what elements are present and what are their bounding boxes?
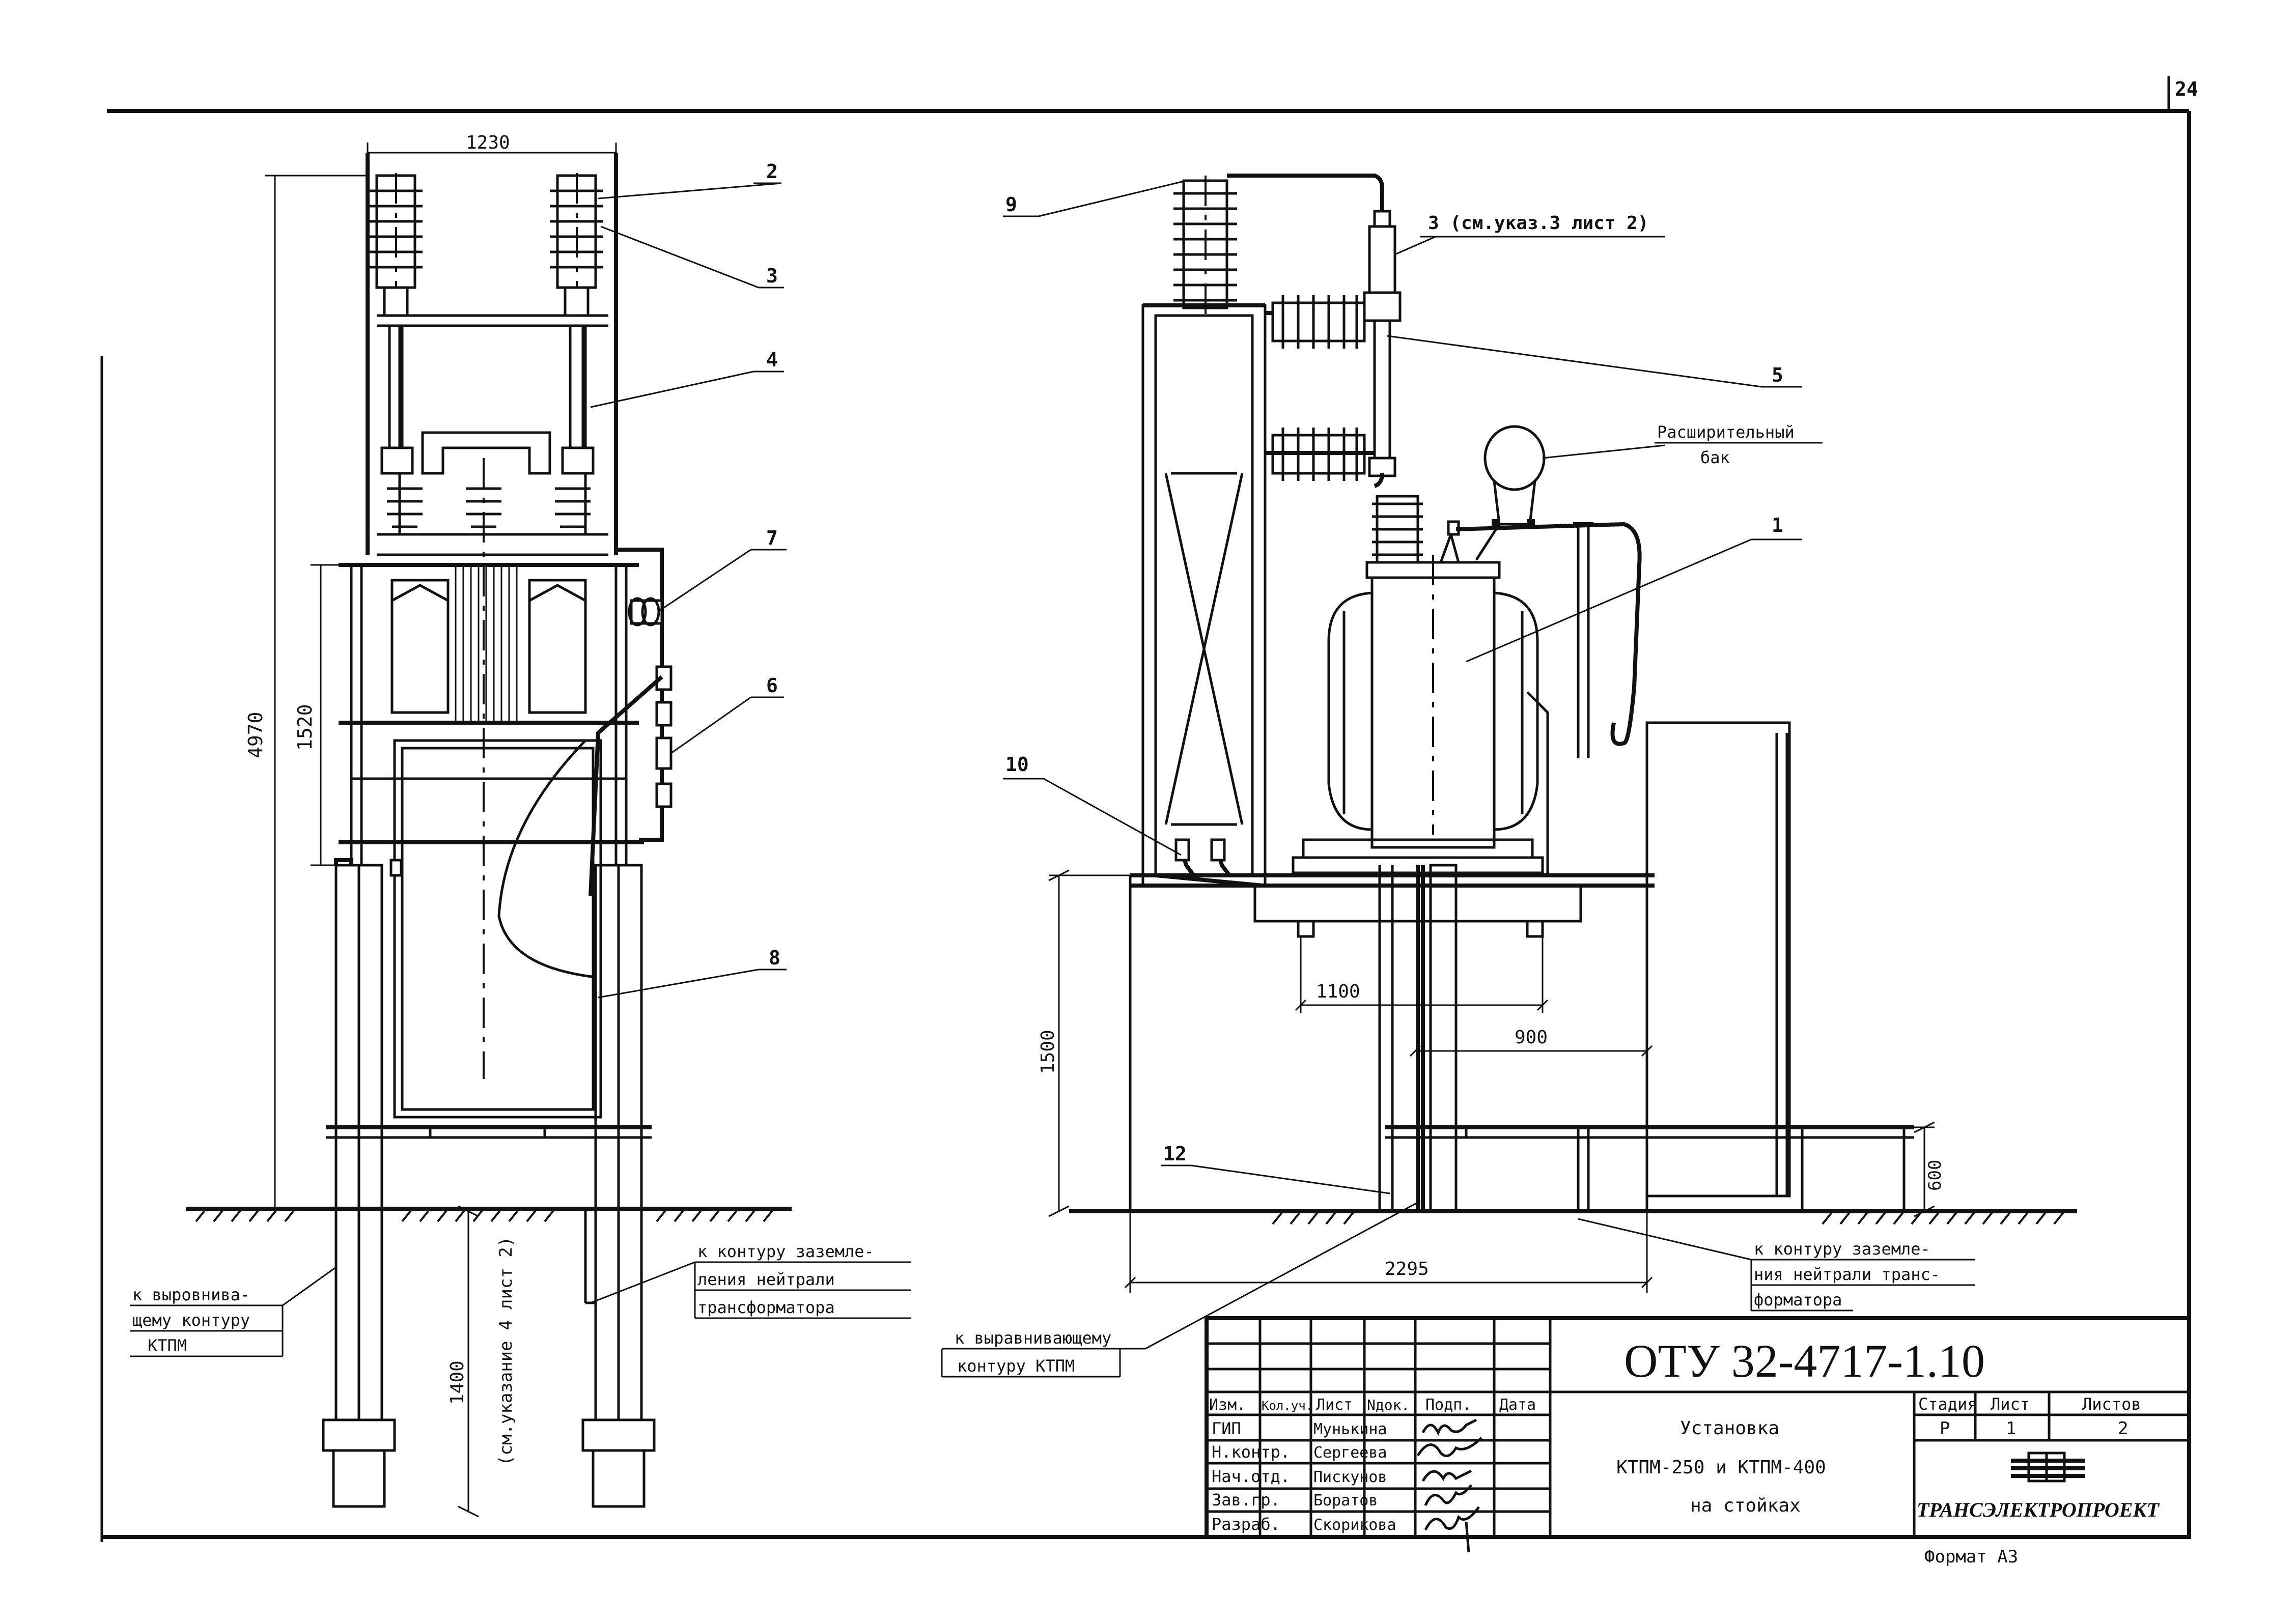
tb-header-podp: Подп. xyxy=(1425,1396,1471,1414)
left-equalizing-line-2: щему контуру xyxy=(132,1311,250,1330)
right-arm-insulators xyxy=(1265,295,1375,481)
leg-note: (см.указание 4 лист 2) xyxy=(496,1237,516,1466)
dim-width-top: 1230 xyxy=(466,132,510,153)
right-fuse-assembly xyxy=(1227,174,1402,488)
tb-header-data: Дата xyxy=(1499,1396,1536,1414)
dim-frame-height: 1520 xyxy=(294,704,316,751)
left-insulator-2 xyxy=(550,173,603,317)
title-block: Изм. Кол.уч. Лист Nдок. Подп. Дата ГИП М… xyxy=(1205,1316,2191,1553)
title-line-1: Установка xyxy=(1680,1418,1779,1439)
title-line-2: КТПМ-250 и КТПМ-400 xyxy=(1616,1457,1826,1478)
right-ground-line xyxy=(1069,1209,2077,1225)
right-neutral-line-1: к контуру заземле- xyxy=(1754,1239,1930,1259)
left-cabinet xyxy=(339,739,644,1119)
right-ground-cable xyxy=(1455,522,1642,875)
left-legs xyxy=(322,858,656,1508)
left-insulator-1 xyxy=(369,173,423,317)
dim-leg-depth: 1400 xyxy=(447,1360,468,1405)
dim-2295: 2295 xyxy=(1385,1259,1429,1279)
tb-name-1: Мунькина xyxy=(1313,1420,1387,1438)
right-callouts: 9 3 (см.указ.3 лист 2) 5 Расширительный … xyxy=(1003,180,1823,1194)
tb-role-1: ГИП xyxy=(1212,1419,1241,1438)
left-neutral-line-1: к контуру заземле- xyxy=(697,1242,874,1261)
right-side-cabinet xyxy=(1645,721,1791,1198)
callout-12: 12 xyxy=(1163,1143,1187,1165)
right-expansion-tank xyxy=(1475,425,1546,561)
sheet-value: 1 xyxy=(2006,1418,2016,1439)
dim-total-height: 4970 xyxy=(244,711,267,758)
left-transformer-body xyxy=(339,563,639,865)
left-mast-structure xyxy=(366,153,618,556)
sheet-header: Лист xyxy=(1991,1394,2030,1414)
callout-9: 9 xyxy=(1005,193,1017,216)
left-callouts: 2 3 4 7 6 8 xyxy=(590,160,787,999)
callout-4: 4 xyxy=(766,349,778,371)
expansion-tank-line-2: бак xyxy=(1700,448,1730,467)
page-number: 24 xyxy=(2175,78,2198,100)
right-dimensions: 1100 900 1500 2295 600 xyxy=(1038,869,1945,1293)
left-equalizing-line-1: к выровнива- xyxy=(132,1285,250,1304)
callout-6: 6 xyxy=(766,674,778,697)
signatures xyxy=(1416,1418,1482,1553)
right-neutral-line-2: ния нейтрали транс- xyxy=(1754,1265,1940,1284)
sheets-header: Листов xyxy=(2082,1394,2141,1414)
sheets-value: 2 xyxy=(2118,1418,2128,1439)
right-note-equalizing: к выравнивающему контуру КТПМ xyxy=(941,1200,1421,1378)
right-equalizing-line-1: к выравнивающему xyxy=(955,1328,1111,1348)
tb-role-5: Разраб. xyxy=(1212,1515,1280,1534)
left-dimensions: 1230 4970 1520 1400 (см.указание 4 лист … xyxy=(244,132,617,1518)
callout-2: 2 xyxy=(766,160,778,183)
organization-name: ТРАНСЭЛЕКТРОПРОЕКТ xyxy=(1917,1498,2160,1521)
format-note: Формат А3 xyxy=(1924,1547,2018,1567)
left-note-neutral: к контуру заземле- ления нейтрали трансф… xyxy=(590,1242,911,1319)
callout-3: 3 xyxy=(766,265,778,287)
organization-logo-icon xyxy=(2011,1451,2085,1483)
right-neutral-line-3: форматора xyxy=(1754,1290,1842,1309)
callout-7: 7 xyxy=(766,527,778,549)
right-transformer xyxy=(1292,495,1544,874)
stage-value: Р xyxy=(1940,1418,1950,1439)
left-neutral-line-2: ления нейтрали xyxy=(697,1270,835,1289)
callout-1: 1 xyxy=(1772,514,1783,536)
dim-1100: 1100 xyxy=(1316,981,1360,1002)
right-note-neutral: к контуру заземле- ния нейтрали транс- ф… xyxy=(1578,1218,1975,1312)
left-note-equalizing: к выровнива- щему контуру КТПМ xyxy=(130,1266,337,1357)
tb-header-list: Лист xyxy=(1316,1396,1353,1414)
callout-3-right: 3 (см.указ.3 лист 2) xyxy=(1428,213,1648,234)
dim-600: 600 xyxy=(1925,1160,1945,1191)
right-equalizing-line-2: контуру КТПМ xyxy=(957,1356,1075,1376)
callout-8: 8 xyxy=(769,947,780,969)
callout-10: 10 xyxy=(1005,753,1029,776)
dim-1500: 1500 xyxy=(1038,1030,1058,1074)
tb-name-4: Боратов xyxy=(1313,1492,1378,1510)
left-ground-cable xyxy=(589,548,673,896)
tb-header-izm: Изм. xyxy=(1209,1396,1246,1414)
dim-900: 900 xyxy=(1515,1027,1548,1048)
expansion-tank-line-1: Расширительный xyxy=(1657,422,1795,442)
left-view: 1230 4970 1520 1400 (см.указание 4 лист … xyxy=(130,132,911,1518)
tb-header-ndok: Nдок. xyxy=(1367,1397,1410,1413)
left-equalizing-line-3: КТПМ xyxy=(148,1336,187,1355)
tb-role-3: Нач.отд. xyxy=(1212,1467,1290,1486)
tb-name-3: Пискунов xyxy=(1313,1468,1387,1486)
left-neutral-line-3: трансформатора xyxy=(697,1298,835,1317)
left-ground-line xyxy=(186,1207,792,1222)
right-view: 1100 900 1500 2295 600 9 xyxy=(941,174,2077,1378)
tb-role-4: Зав.гр. xyxy=(1212,1490,1280,1510)
stage-header: Стадия xyxy=(1918,1394,1977,1414)
right-support-tower xyxy=(1141,303,1267,887)
left-lower-insulators xyxy=(387,458,591,1079)
left-rods xyxy=(380,326,595,475)
tb-role-2: Н.контр. xyxy=(1212,1442,1290,1462)
tb-name-2: Сергеева xyxy=(1313,1444,1387,1462)
title-line-3: на стойках xyxy=(1690,1495,1801,1516)
tb-header-kolich: Кол.уч. xyxy=(1262,1399,1313,1413)
right-platform xyxy=(1129,838,1914,1213)
right-main-insulator xyxy=(1173,176,1237,316)
doc-code: ОТУ 32-4717-1.10 xyxy=(1624,1335,1985,1387)
tb-name-5: Скорикова xyxy=(1313,1516,1396,1534)
callout-5: 5 xyxy=(1772,364,1783,386)
